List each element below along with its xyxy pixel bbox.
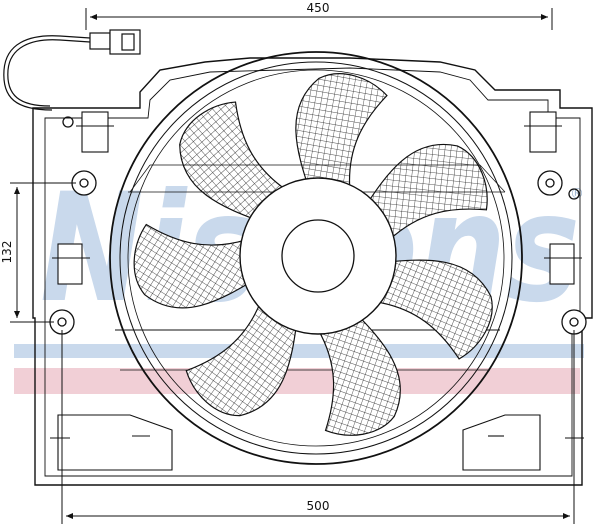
watermark-red-band	[14, 368, 580, 394]
clip-upper-left	[81, 111, 109, 153]
fan-ring	[109, 51, 523, 465]
dimension-left-label: 132	[0, 241, 14, 264]
mounting-holes	[49, 116, 587, 335]
fan-blades	[133, 73, 493, 436]
dimension-bottom-label: 500	[307, 499, 330, 513]
watermark-blue-band	[14, 344, 584, 358]
clip-brackets	[50, 111, 584, 471]
dimension-left	[10, 182, 76, 323]
clip-mid-left	[57, 243, 83, 285]
dimension-bottom	[61, 330, 575, 524]
clip-upper-right	[529, 111, 557, 153]
foot-lower-left	[57, 414, 173, 471]
foot-lower-right	[462, 414, 541, 471]
connector-wire	[3, 29, 141, 111]
dimension-top-label: 450	[307, 1, 330, 15]
dimension-top	[85, 8, 553, 30]
connector-plug	[89, 32, 111, 50]
fan-hub	[239, 177, 397, 335]
clip-mid-right	[549, 243, 575, 285]
watermark-registered-mark: ®	[570, 186, 584, 202]
